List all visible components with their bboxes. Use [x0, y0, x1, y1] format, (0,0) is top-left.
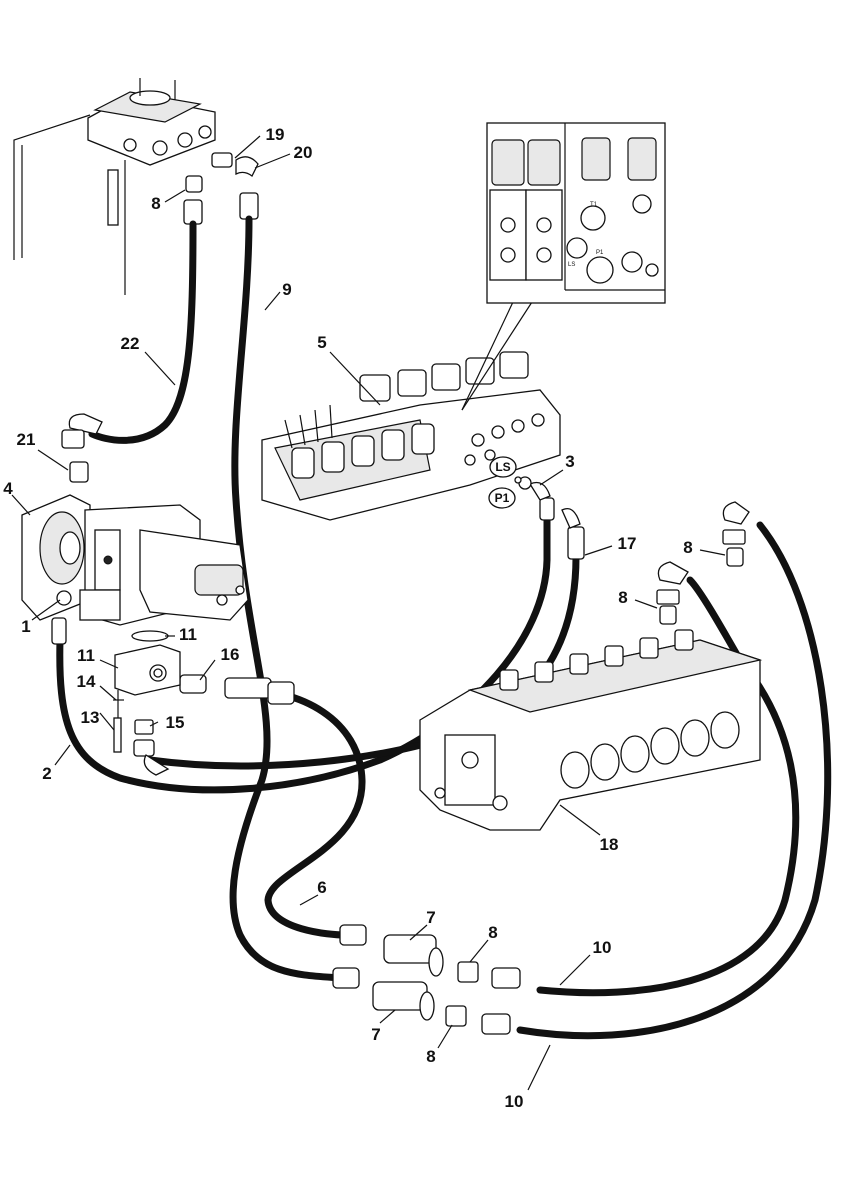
callout-10-upper: 10 — [593, 938, 612, 957]
callout-18: 18 — [600, 835, 619, 854]
hose-couplers — [332, 924, 521, 1035]
valve-bank-lower — [419, 629, 763, 831]
callout-5: 5 — [317, 333, 326, 352]
callout-labels: 1 2 3 4 5 6 7 7 8 8 8 8 8 9 10 10 11 11 … — [3, 125, 692, 1111]
detail-inset: T1 LS P1 — [461, 122, 666, 411]
callout-7-upper: 7 — [426, 908, 435, 927]
callout-22: 22 — [121, 334, 140, 353]
inset-p1-label: P1 — [596, 250, 604, 256]
callout-8-upper-right: 8 — [683, 538, 692, 557]
callout-8-tank: 8 — [151, 194, 160, 213]
p1-port-tag: P1 — [495, 491, 510, 505]
callout-21: 21 — [17, 430, 36, 449]
callout-8-coupler-upper: 8 — [488, 923, 497, 942]
hydraulic-tank — [13, 78, 216, 295]
callout-6: 6 — [317, 878, 326, 897]
port-tags: LS P1 — [488, 456, 517, 509]
callout-16: 16 — [221, 645, 240, 664]
callout-10-lower: 10 — [505, 1092, 524, 1111]
hose-end-fittings — [51, 413, 750, 776]
callout-13: 13 — [81, 708, 100, 727]
inset-t1-label: T1 — [590, 202, 598, 208]
ls-port-tag: LS — [495, 460, 510, 474]
tank-fittings — [183, 152, 259, 225]
callout-1: 1 — [21, 617, 30, 636]
callout-11-block: 11 — [77, 646, 95, 665]
callout-7-lower: 7 — [371, 1025, 380, 1044]
callout-14: 14 — [77, 672, 96, 691]
pump-assembly — [21, 494, 249, 626]
callout-4: 4 — [3, 479, 13, 498]
callout-2: 2 — [42, 764, 51, 783]
hoses — [56, 215, 832, 1040]
callout-15: 15 — [166, 713, 185, 732]
callout-20: 20 — [294, 143, 313, 162]
callout-8-right: 8 — [618, 588, 627, 607]
inset-ls-label: LS — [568, 262, 575, 268]
leader-lines — [11, 135, 726, 1091]
callout-8-coupler-lower: 8 — [426, 1047, 435, 1066]
callout-17: 17 — [618, 534, 637, 553]
callout-11-seal: 11 — [179, 625, 197, 644]
callout-19: 19 — [266, 125, 285, 144]
valve-bank-upper — [261, 351, 561, 521]
callout-3: 3 — [565, 452, 574, 471]
callout-9: 9 — [282, 280, 291, 299]
